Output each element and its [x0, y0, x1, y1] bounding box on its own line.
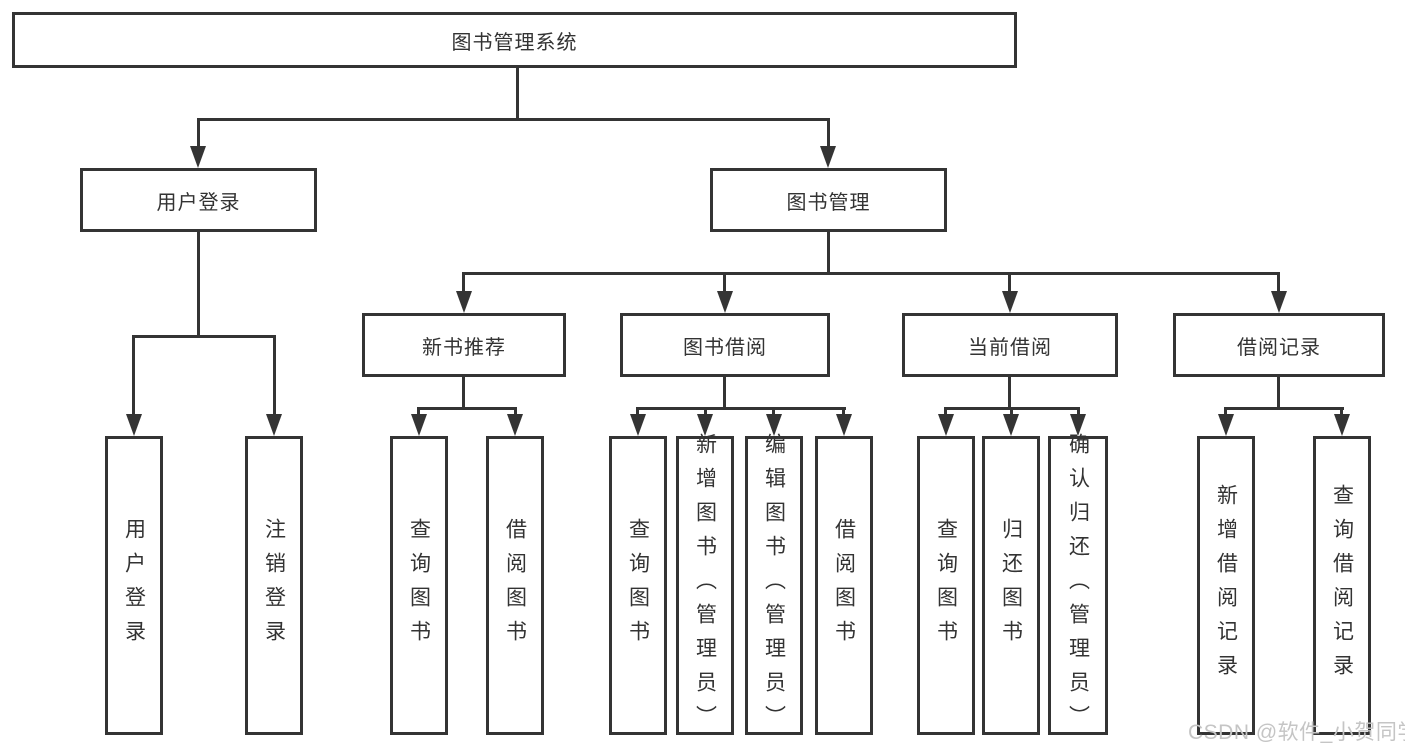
leaf-user-login: 用户登录	[105, 436, 163, 735]
connector-line	[417, 407, 420, 417]
arrow-down-icon	[938, 414, 954, 436]
connector-line	[704, 407, 707, 417]
leaf-logout: 注销登录	[245, 436, 303, 735]
arrow-down-icon	[1271, 291, 1287, 313]
node-new-book-recommend: 新书推荐	[362, 313, 566, 377]
node-borrowing-records: 借阅记录	[1173, 313, 1385, 377]
arrow-down-icon	[717, 291, 733, 313]
node-label: 归还图书	[999, 517, 1023, 654]
connector-line	[197, 118, 830, 121]
arrow-down-icon	[411, 414, 427, 436]
connector-line	[723, 272, 726, 291]
node-label: 新书推荐	[422, 336, 506, 359]
connector-line	[1224, 407, 1227, 417]
node-label: 新增借阅记录	[1214, 483, 1238, 688]
leaf-recommend-borrow-book: 借阅图书	[486, 436, 544, 735]
connector-line	[1224, 407, 1344, 410]
node-library-management-system: 图书管理系统	[12, 12, 1017, 68]
node-label: 图书管理系统	[451, 31, 578, 54]
leaf-current-confirm-return-admin: 确认归还（管理员）	[1048, 433, 1108, 739]
connector-line	[514, 407, 517, 417]
arrow-down-icon	[1070, 414, 1086, 436]
leaf-records-add-record: 新增借阅记录	[1197, 436, 1255, 735]
connector-line	[462, 272, 1280, 275]
arrow-down-icon	[1334, 414, 1350, 436]
node-label: 编辑图书（管理员）	[762, 432, 786, 739]
leaf-current-return-book: 归还图书	[982, 436, 1040, 735]
arrow-down-icon	[190, 146, 206, 168]
node-label: 当前借阅	[968, 336, 1052, 359]
leaf-records-query-record: 查询借阅记录	[1313, 436, 1371, 735]
node-label: 新增图书（管理员）	[693, 432, 717, 739]
connector-line	[417, 407, 517, 410]
arrow-down-icon	[836, 414, 852, 436]
connector-line	[1008, 377, 1011, 407]
connector-line	[462, 272, 465, 291]
connector-line	[1277, 377, 1280, 407]
connector-line	[1277, 272, 1280, 291]
connector-line	[772, 407, 775, 417]
arrow-down-icon	[697, 414, 713, 436]
connector-line	[1077, 407, 1080, 417]
node-book-management: 图书管理	[710, 168, 947, 232]
leaf-current-query-book: 查询图书	[917, 436, 975, 735]
arrow-down-icon	[1218, 414, 1234, 436]
node-label: 借阅图书	[503, 517, 527, 654]
arrow-down-icon	[126, 414, 142, 436]
node-label: 用户登录	[156, 191, 241, 214]
leaf-recommend-query-book: 查询图书	[390, 436, 448, 735]
connector-line	[132, 335, 135, 414]
connector-line	[723, 377, 726, 407]
connector-line	[1340, 407, 1343, 417]
node-current-borrowing: 当前借阅	[902, 313, 1118, 377]
connector-line	[273, 335, 276, 414]
connector-line	[197, 118, 200, 146]
node-label: 查询图书	[407, 517, 431, 654]
leaf-borrowing-add-book-admin: 新增图书（管理员）	[676, 433, 734, 739]
connector-line	[516, 68, 519, 118]
node-label: 查询借阅记录	[1330, 483, 1354, 688]
connector-line	[197, 232, 200, 335]
connector-line	[827, 118, 830, 146]
connector-line	[842, 407, 845, 417]
node-label: 查询图书	[934, 517, 958, 654]
arrow-down-icon	[1003, 414, 1019, 436]
connector-line	[636, 407, 639, 417]
connector-line	[944, 407, 947, 417]
node-label: 注销登录	[262, 517, 286, 654]
node-book-borrowing: 图书借阅	[620, 313, 830, 377]
connector-line	[827, 232, 830, 272]
node-label: 借阅图书	[832, 517, 856, 654]
arrow-down-icon	[266, 414, 282, 436]
leaf-borrowing-borrow-book: 借阅图书	[815, 436, 873, 735]
arrow-down-icon	[820, 146, 836, 168]
node-label: 用户登录	[122, 517, 146, 654]
node-user-login: 用户登录	[80, 168, 317, 232]
arrow-down-icon	[456, 291, 472, 313]
connector-line	[132, 335, 276, 338]
connector-line	[636, 407, 846, 410]
node-label: 确认归还（管理员）	[1066, 432, 1090, 739]
node-label: 借阅记录	[1237, 336, 1321, 359]
node-label: 图书借阅	[683, 336, 767, 359]
arrow-down-icon	[630, 414, 646, 436]
watermark: CSDN @软件_小贺同学	[1188, 721, 1405, 744]
connector-line	[1008, 272, 1011, 291]
node-label: 图书管理	[786, 191, 871, 214]
arrow-down-icon	[766, 414, 782, 436]
arrow-down-icon	[1002, 291, 1018, 313]
arrow-down-icon	[507, 414, 523, 436]
connector-line	[1010, 407, 1013, 417]
node-label: 查询图书	[626, 517, 650, 654]
connector-line	[462, 377, 465, 407]
leaf-borrowing-query-book: 查询图书	[609, 436, 667, 735]
leaf-borrowing-edit-book-admin: 编辑图书（管理员）	[745, 433, 803, 739]
